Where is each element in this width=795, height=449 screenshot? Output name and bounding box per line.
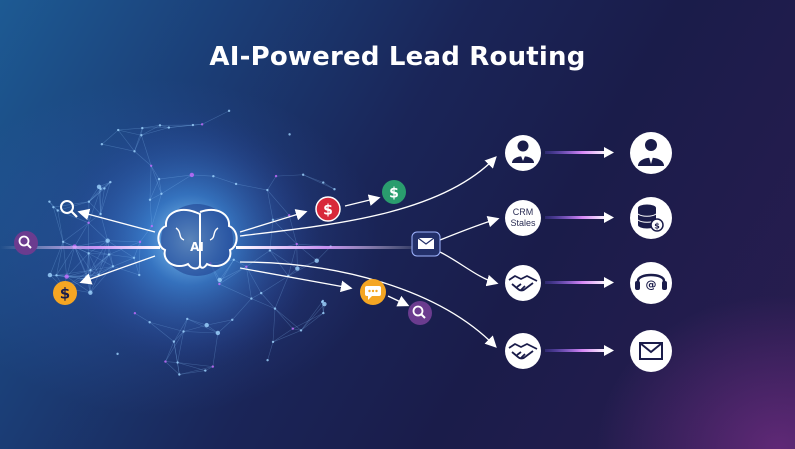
chat-icon (360, 279, 386, 305)
left-arrows (77, 208, 156, 285)
search-icon (60, 200, 78, 218)
person-icon (512, 140, 534, 163)
route-row-4 (505, 330, 672, 372)
agent-icon (638, 139, 664, 166)
ai-label: AI (190, 240, 204, 254)
route-row-2: CRM Stales $ (505, 197, 672, 239)
page-title: AI-Powered Lead Routing (209, 42, 586, 72)
search-icon (14, 231, 38, 255)
envelope-icon (411, 231, 441, 257)
brain-left-icon (157, 208, 201, 270)
arrow-to-chat (239, 267, 353, 293)
brain-right-icon (199, 208, 238, 269)
route-row-1 (505, 132, 672, 174)
route-2-line (439, 215, 500, 241)
route-3-source (505, 265, 541, 301)
svg-text:$: $ (389, 186, 399, 202)
dollar-icon: $ (53, 281, 77, 305)
route-3-target (630, 262, 672, 304)
arrow-to-search-top (77, 208, 156, 233)
crm-label: CRM (513, 207, 534, 217)
route-4-source (505, 333, 541, 369)
svg-text:@: @ (646, 278, 657, 291)
route-1-line (239, 156, 497, 237)
arrow-to-dollar-green (344, 194, 381, 207)
right-arrows (239, 156, 500, 348)
route-1-target (630, 132, 672, 174)
svg-text:$: $ (323, 203, 333, 219)
search-icon (408, 301, 432, 325)
support-headset-icon: @ (635, 273, 667, 291)
stales-label: Stales (510, 218, 536, 228)
svg-text:$: $ (654, 222, 660, 231)
svg-text:$: $ (60, 285, 70, 303)
output-beam (236, 246, 416, 249)
ai-hub: AI (157, 204, 238, 276)
dollar-icon: $ (382, 180, 406, 204)
route-1-source (505, 135, 541, 171)
envelope-icon (639, 342, 663, 360)
arrow-to-search-bottom (387, 295, 410, 307)
route-4-line (239, 261, 497, 348)
route-row-3: @ (505, 262, 672, 304)
handshake-icon (508, 343, 538, 360)
input-beam (0, 246, 160, 249)
route-2-source (505, 200, 541, 236)
database-coin-icon: $ (637, 204, 664, 232)
network-nodes (47, 109, 336, 376)
dollar-icon: $ (315, 196, 341, 222)
handshake-icon (508, 275, 538, 292)
route-3-line (439, 251, 499, 287)
arrow-to-dollar-red (239, 209, 308, 233)
arrow-to-dollar-left (79, 255, 156, 285)
